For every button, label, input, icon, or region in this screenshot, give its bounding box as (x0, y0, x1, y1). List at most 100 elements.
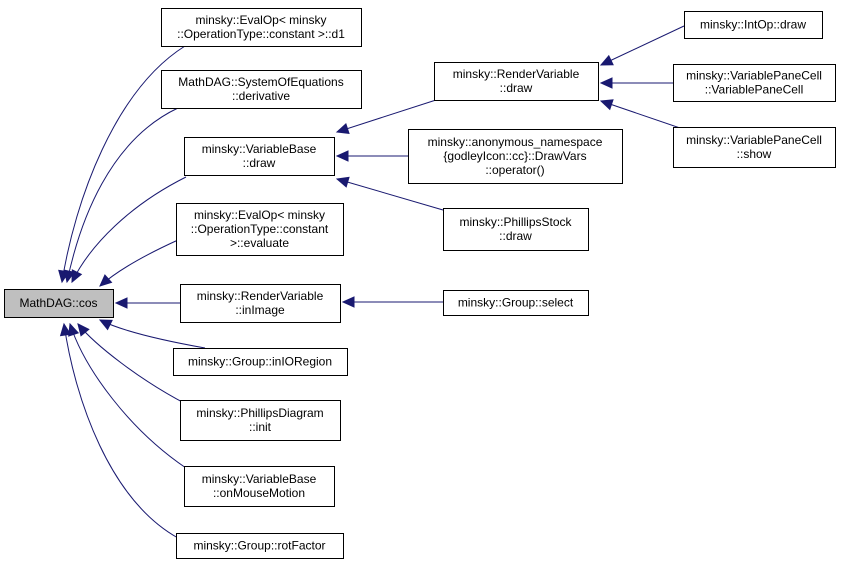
edge-vb_onmousemotion-to-cos (68, 322, 187, 469)
edge-line (600, 25, 685, 66)
node-box (443, 290, 589, 316)
node-label-line: ::OperationType::constant (191, 222, 329, 236)
arrowhead-icon (71, 269, 83, 284)
node-label-line: ::operator() (485, 163, 544, 177)
edge-line (66, 107, 179, 283)
node-label-line: {godleyIcon::cc}::DrawVars (443, 149, 586, 163)
node-rv_draw[interactable]: minsky::RenderVariable::draw (434, 62, 599, 101)
arrowhead-icon (599, 99, 614, 111)
edge-group_inioregion-to-cos (98, 319, 206, 349)
node-label-line: minsky::Group::rotFactor (193, 539, 325, 553)
edge-vb_draw-to-cos (71, 176, 187, 284)
node-label-line: ::show (737, 147, 772, 161)
arrowhead-icon (335, 150, 349, 162)
node-label-line: minsky::VariableBase (202, 142, 317, 156)
node-group_select[interactable]: minsky::Group::select (443, 290, 589, 316)
node-anon_drawvars[interactable]: minsky::anonymous_namespace{godleyIcon::… (408, 129, 623, 184)
arrowhead-icon (77, 323, 90, 337)
edge-line (63, 323, 179, 539)
node-label-line: ::draw (500, 81, 533, 95)
node-pd_init[interactable]: minsky::PhillipsDiagram::init (180, 400, 341, 441)
nodes: MathDAG::cos minsky::EvalOp< minsky::Oper… (4, 8, 836, 559)
edge-line (71, 176, 187, 283)
edge-line (77, 323, 187, 405)
edge-line (99, 239, 179, 287)
node-box (161, 70, 362, 109)
node-vpc_show[interactable]: minsky::VariablePaneCell::show (673, 127, 836, 168)
node-label-line: MathDAG::cos (19, 296, 97, 310)
edge-ps_draw-to-vb_draw (335, 176, 444, 211)
node-vb_onmousemotion[interactable]: minsky::VariableBase::onMouseMotion (184, 466, 335, 507)
arrowhead-icon (99, 274, 113, 287)
node-label-line: >::evaluate (230, 236, 289, 250)
node-intop_draw[interactable]: minsky::IntOp::draw (684, 11, 823, 39)
edges (58, 25, 685, 539)
node-box (180, 400, 341, 441)
node-box (684, 11, 823, 39)
arrowhead-icon (335, 123, 350, 134)
node-box (161, 8, 362, 47)
node-box (173, 348, 348, 376)
node-label-line: minsky::Group::inIORegion (188, 355, 332, 369)
edge-line (600, 100, 681, 129)
node-label-line: ::onMouseMotion (213, 486, 305, 500)
node-label-line: minsky::VariablePaneCell (686, 133, 822, 147)
edge-pd_init-to-cos (77, 323, 187, 405)
node-label-line: ::derivative (232, 89, 290, 103)
node-rv_inimage[interactable]: minsky::RenderVariable::inImage (180, 284, 341, 323)
edge-line (99, 319, 206, 349)
node-label-line: ::VariablePaneCell (705, 83, 804, 97)
edge-line (61, 45, 186, 283)
node-box (443, 208, 589, 251)
node-evalop_d1[interactable]: minsky::EvalOp< minsky::OperationType::c… (161, 8, 362, 47)
node-label-line: minsky::EvalOp< minsky (195, 13, 326, 27)
edge-vpc_ctor-to-rv_draw (599, 77, 673, 89)
edge-rv_inimage-to-cos (114, 297, 180, 309)
node-box (673, 64, 836, 102)
edge-line (69, 323, 187, 469)
node-label-line: minsky::PhillipsStock (459, 215, 572, 229)
node-soe_derivative[interactable]: MathDAG::SystemOfEquations::derivative (161, 70, 362, 109)
node-label-line: minsky::RenderVariable (453, 67, 580, 81)
arrowhead-icon (98, 319, 113, 331)
node-vb_draw[interactable]: minsky::VariableBase::draw (184, 137, 335, 176)
node-box (184, 466, 335, 507)
edge-intop_draw-to-rv_draw (599, 25, 685, 66)
node-label-line: ::draw (243, 156, 276, 170)
node-box (673, 127, 836, 168)
edge-evalop_evaluate-to-cos (99, 239, 179, 287)
node-box (184, 137, 335, 176)
arrowhead-icon (68, 322, 80, 337)
node-label-line: minsky::VariablePaneCell (686, 69, 822, 83)
node-box (4, 289, 114, 318)
edge-soe_derivative-to-cos (63, 107, 179, 284)
node-box (176, 533, 344, 559)
node-label-line: minsky::PhillipsDiagram (196, 406, 323, 420)
edge-line (336, 99, 437, 133)
arrowhead-icon (341, 296, 355, 308)
node-group_rotfactor[interactable]: minsky::Group::rotFactor (176, 533, 344, 559)
node-ps_draw[interactable]: minsky::PhillipsStock::draw (443, 208, 589, 251)
node-label-line: ::OperationType::constant >::d1 (177, 27, 345, 41)
node-label-line: minsky::EvalOp< minsky (194, 208, 325, 222)
node-label-line: minsky::anonymous_namespace (428, 135, 603, 149)
node-cos[interactable]: MathDAG::cos (4, 289, 114, 318)
node-vpc_ctor[interactable]: minsky::VariablePaneCell::VariablePaneCe… (673, 64, 836, 102)
node-label-line: minsky::RenderVariable (197, 289, 324, 303)
node-label-line: minsky::IntOp::draw (700, 18, 806, 32)
arrowhead-icon (335, 176, 350, 188)
node-evalop_evaluate[interactable]: minsky::EvalOp< minsky::OperationType::c… (176, 203, 344, 256)
edge-group_select-to-rv_inimage (341, 296, 443, 308)
arrowhead-icon (59, 322, 72, 337)
node-group_inioregion[interactable]: minsky::Group::inIORegion (173, 348, 348, 376)
node-label-line: ::init (249, 420, 272, 434)
node-box (176, 203, 344, 256)
node-label-line: MathDAG::SystemOfEquations (178, 75, 343, 89)
node-box (180, 284, 341, 323)
node-label-line: minsky::VariableBase (202, 472, 317, 486)
edge-line (336, 178, 444, 211)
arrowhead-icon (599, 54, 614, 66)
edge-anon_drawvars-to-vb_draw (335, 150, 408, 162)
node-label-line: ::draw (499, 229, 532, 243)
